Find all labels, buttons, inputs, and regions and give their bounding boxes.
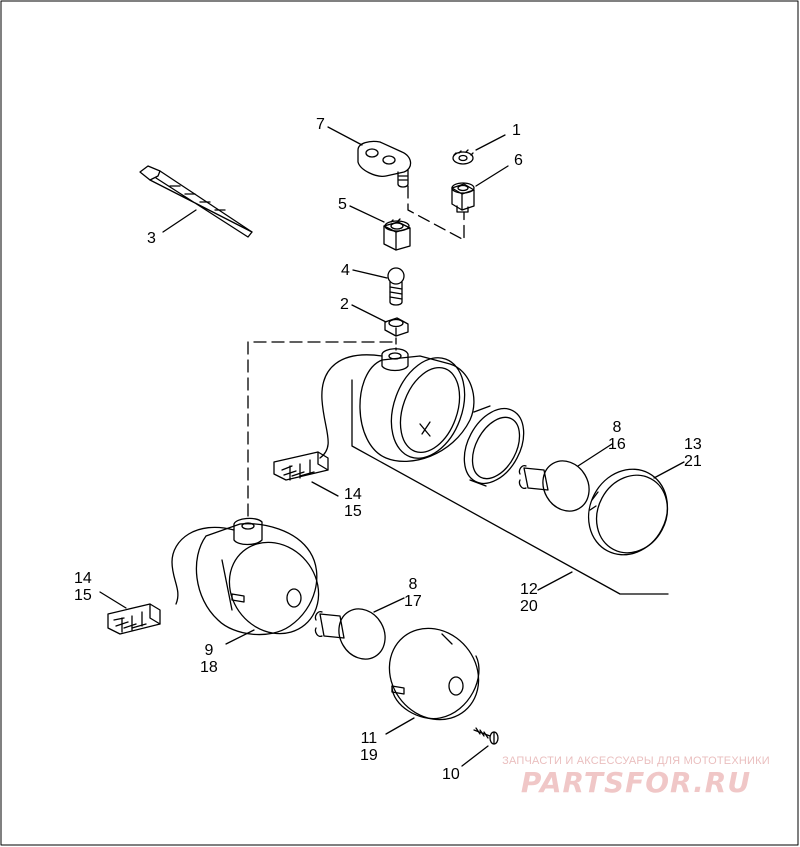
leader-3 [162,209,197,233]
leader-14-15-left [99,591,127,609]
callout-3: 3 [147,230,156,247]
watermark-brand: PARTSFOR.RU [520,766,752,799]
callout-6: 6 [514,152,523,169]
leader-8-16 [577,443,613,467]
leader-5 [349,205,385,223]
upper-lamp-wire [319,354,383,459]
leader-1 [475,134,506,151]
lower-lamp-wire [171,526,235,605]
leader-2 [351,304,387,323]
assembly-line-lower [247,341,393,521]
upper-connector [273,451,329,481]
lens-upper-part [587,468,669,556]
callout-4: 4 [341,262,350,279]
leader-14-15-right [311,481,339,497]
leader-6 [475,165,509,187]
leader-10 [461,745,489,767]
callout-5: 5 [338,196,347,213]
callout-1: 1 [512,122,521,139]
leader-4 [352,269,388,279]
leader-9-18 [225,629,255,645]
leader-13-21 [653,461,685,479]
callout-7: 7 [316,116,325,133]
assembly-line-top [407,185,465,241]
callout-10: 10 [442,766,460,783]
watermark: ЗАПЧАСТИ И АКСЕССУАРЫ ДЛЯ МОТОТЕХНИКИ PA… [486,755,786,799]
leader-12-20 [537,571,573,591]
screw-part [473,727,499,745]
bracket-12-20 [351,379,669,595]
callout-2: 2 [340,296,349,313]
nut-6-part [451,182,475,213]
bulb-upper-part [518,460,590,512]
lower-connector [107,603,161,635]
lock-washer-part [452,149,474,165]
lens-ring-part [463,405,525,487]
upper-lamp-housing [359,348,475,462]
small-nut-part [384,317,409,337]
watermark-tagline: ЗАПЧАСТИ И АКСЕССУАРЫ ДЛЯ МОТОТЕХНИКИ [502,755,770,767]
coupling-nut-part [383,218,411,251]
ball-stud-part [387,267,405,306]
cable-tie-part [139,165,253,238]
bracket-plate-part [357,140,412,188]
lens-cap-part [388,627,480,721]
bulb-lower-part [314,608,386,660]
lower-lamp-housing [195,517,320,636]
leader-8-17 [373,597,405,613]
leader-7 [327,126,363,146]
leader-11-19 [385,717,415,735]
